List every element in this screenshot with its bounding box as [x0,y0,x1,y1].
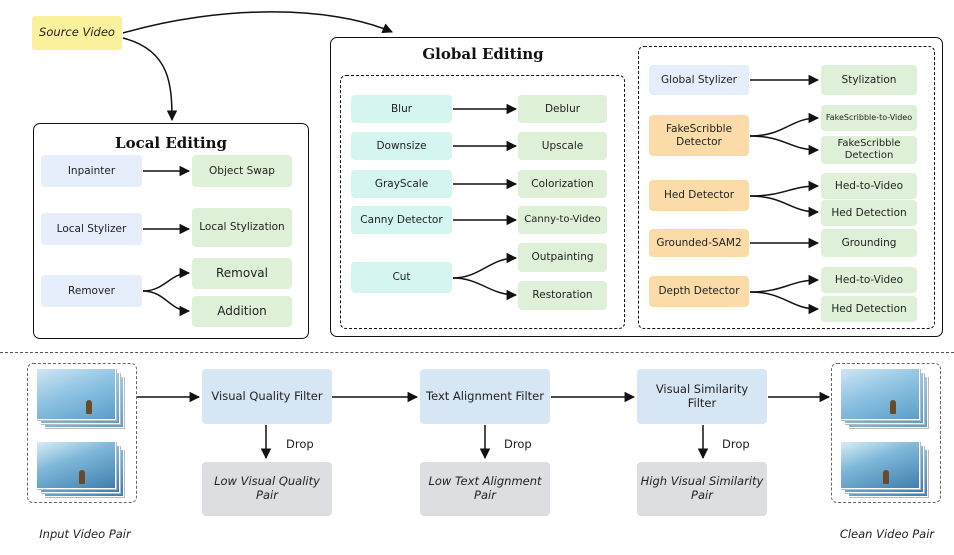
local-editing-panel [33,123,309,339]
downsize-node: Downsize [351,132,452,160]
removal-node: Removal [192,258,292,289]
hed-detection-node-1: Hed Detection [821,200,917,226]
grounding-node: Grounding [821,229,917,257]
hed-to-video-node-1: Hed-to-Video [821,173,917,199]
arrow-cut-restoration [452,277,518,301]
grounded-sam2-node: Grounded-SAM2 [649,229,749,257]
local-stylization-node: Local Stylization [192,208,292,247]
arrow-fakescribble-detection [749,135,820,156]
input-video-pair-box [27,363,137,503]
arrow-cut-outpainting [452,252,518,279]
visual-quality-filter-node: Visual Quality Filter [202,369,332,424]
local-stylizer-node: Local Stylizer [41,213,142,245]
arrow-source-to-global [122,11,393,34]
fakescribble-detection-node: FakeScribble Detection [821,136,917,164]
high-visual-similarity-pair-node: High Visual Similarity Pair [637,462,767,516]
blur-node: Blur [351,95,452,123]
upscale-node: Upscale [518,132,607,160]
input-video-pair-caption: Input Video Pair [39,527,131,541]
arrow-fakescribble-video [749,112,820,137]
fakescribble-to-video-node: FakeScribble-to-Video [821,105,917,131]
arrow-remover-removal [142,267,191,292]
arrow-depth-detection [749,291,820,315]
remover-node: Remover [41,275,142,307]
section-separator [0,352,954,353]
global-left-group [340,75,625,329]
canny-to-video-node: Canny-to-Video [518,206,607,234]
restoration-node: Restoration [518,281,607,310]
text-alignment-filter-node: Text Alignment Filter [420,369,550,424]
canny-detector-node: Canny Detector [351,206,452,234]
global-editing-panel [330,37,943,337]
fakescribble-detector-node: FakeScribble Detector [649,115,749,156]
drop-label-3: Drop [722,437,750,451]
global-stylizer-node: Global Stylizer [649,65,749,95]
visual-similarity-filter-node: Visual Similarity Filter [637,369,767,424]
inpainter-node: Inpainter [41,155,142,187]
stylization-node: Stylization [821,65,917,95]
low-text-alignment-pair-node: Low Text Alignment Pair [420,462,550,516]
cut-node: Cut [351,262,452,293]
arrow-remover-addition [142,290,191,317]
local-editing-title: Local Editing [115,134,227,152]
addition-node: Addition [192,296,292,327]
drop-label-2: Drop [504,437,532,451]
hed-to-video-node-2: Hed-to-Video [821,267,917,293]
drop-label-1: Drop [286,437,314,451]
hed-detector-node: Hed Detector [649,180,749,211]
colorization-node: Colorization [518,170,607,198]
global-right-group [638,46,935,329]
hed-detection-node-2: Hed Detection [821,296,917,322]
source-video-node: Source Video [32,16,122,50]
arrow-source-to-local [122,37,178,122]
deblur-node: Deblur [518,95,607,123]
clean-video-pair-box [831,363,941,503]
low-visual-quality-pair-node: Low Visual Quality Pair [202,462,332,516]
clean-video-pair-caption: Clean Video Pair [839,527,935,541]
arrow-hed-detection [749,195,820,218]
depth-detector-node: Depth Detector [649,276,749,307]
outpainting-node: Outpainting [518,243,607,272]
global-editing-title: Global Editing [422,45,544,63]
object-swap-node: Object Swap [192,155,292,187]
grayscale-node: GrayScale [351,170,452,198]
